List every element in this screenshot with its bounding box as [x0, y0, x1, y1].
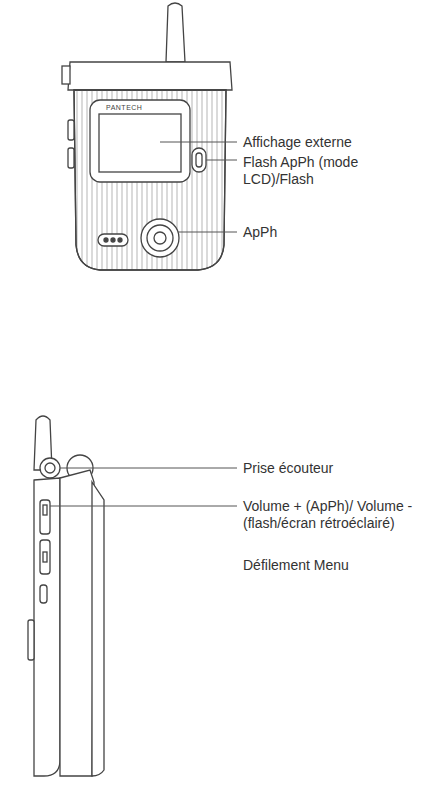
part-label: Défilement Menu	[243, 557, 433, 574]
part-label: Flash ApPh (mode LCD)/Flash	[243, 154, 393, 188]
brand-name: PANTECH	[106, 104, 176, 112]
part-label: ApPh	[243, 224, 433, 241]
part-label: Prise écouteur	[243, 460, 433, 477]
part-label: Affichage externe	[243, 134, 433, 151]
part-label: Volume + (ApPh)/ Volume - (flash/écran r…	[243, 498, 418, 532]
